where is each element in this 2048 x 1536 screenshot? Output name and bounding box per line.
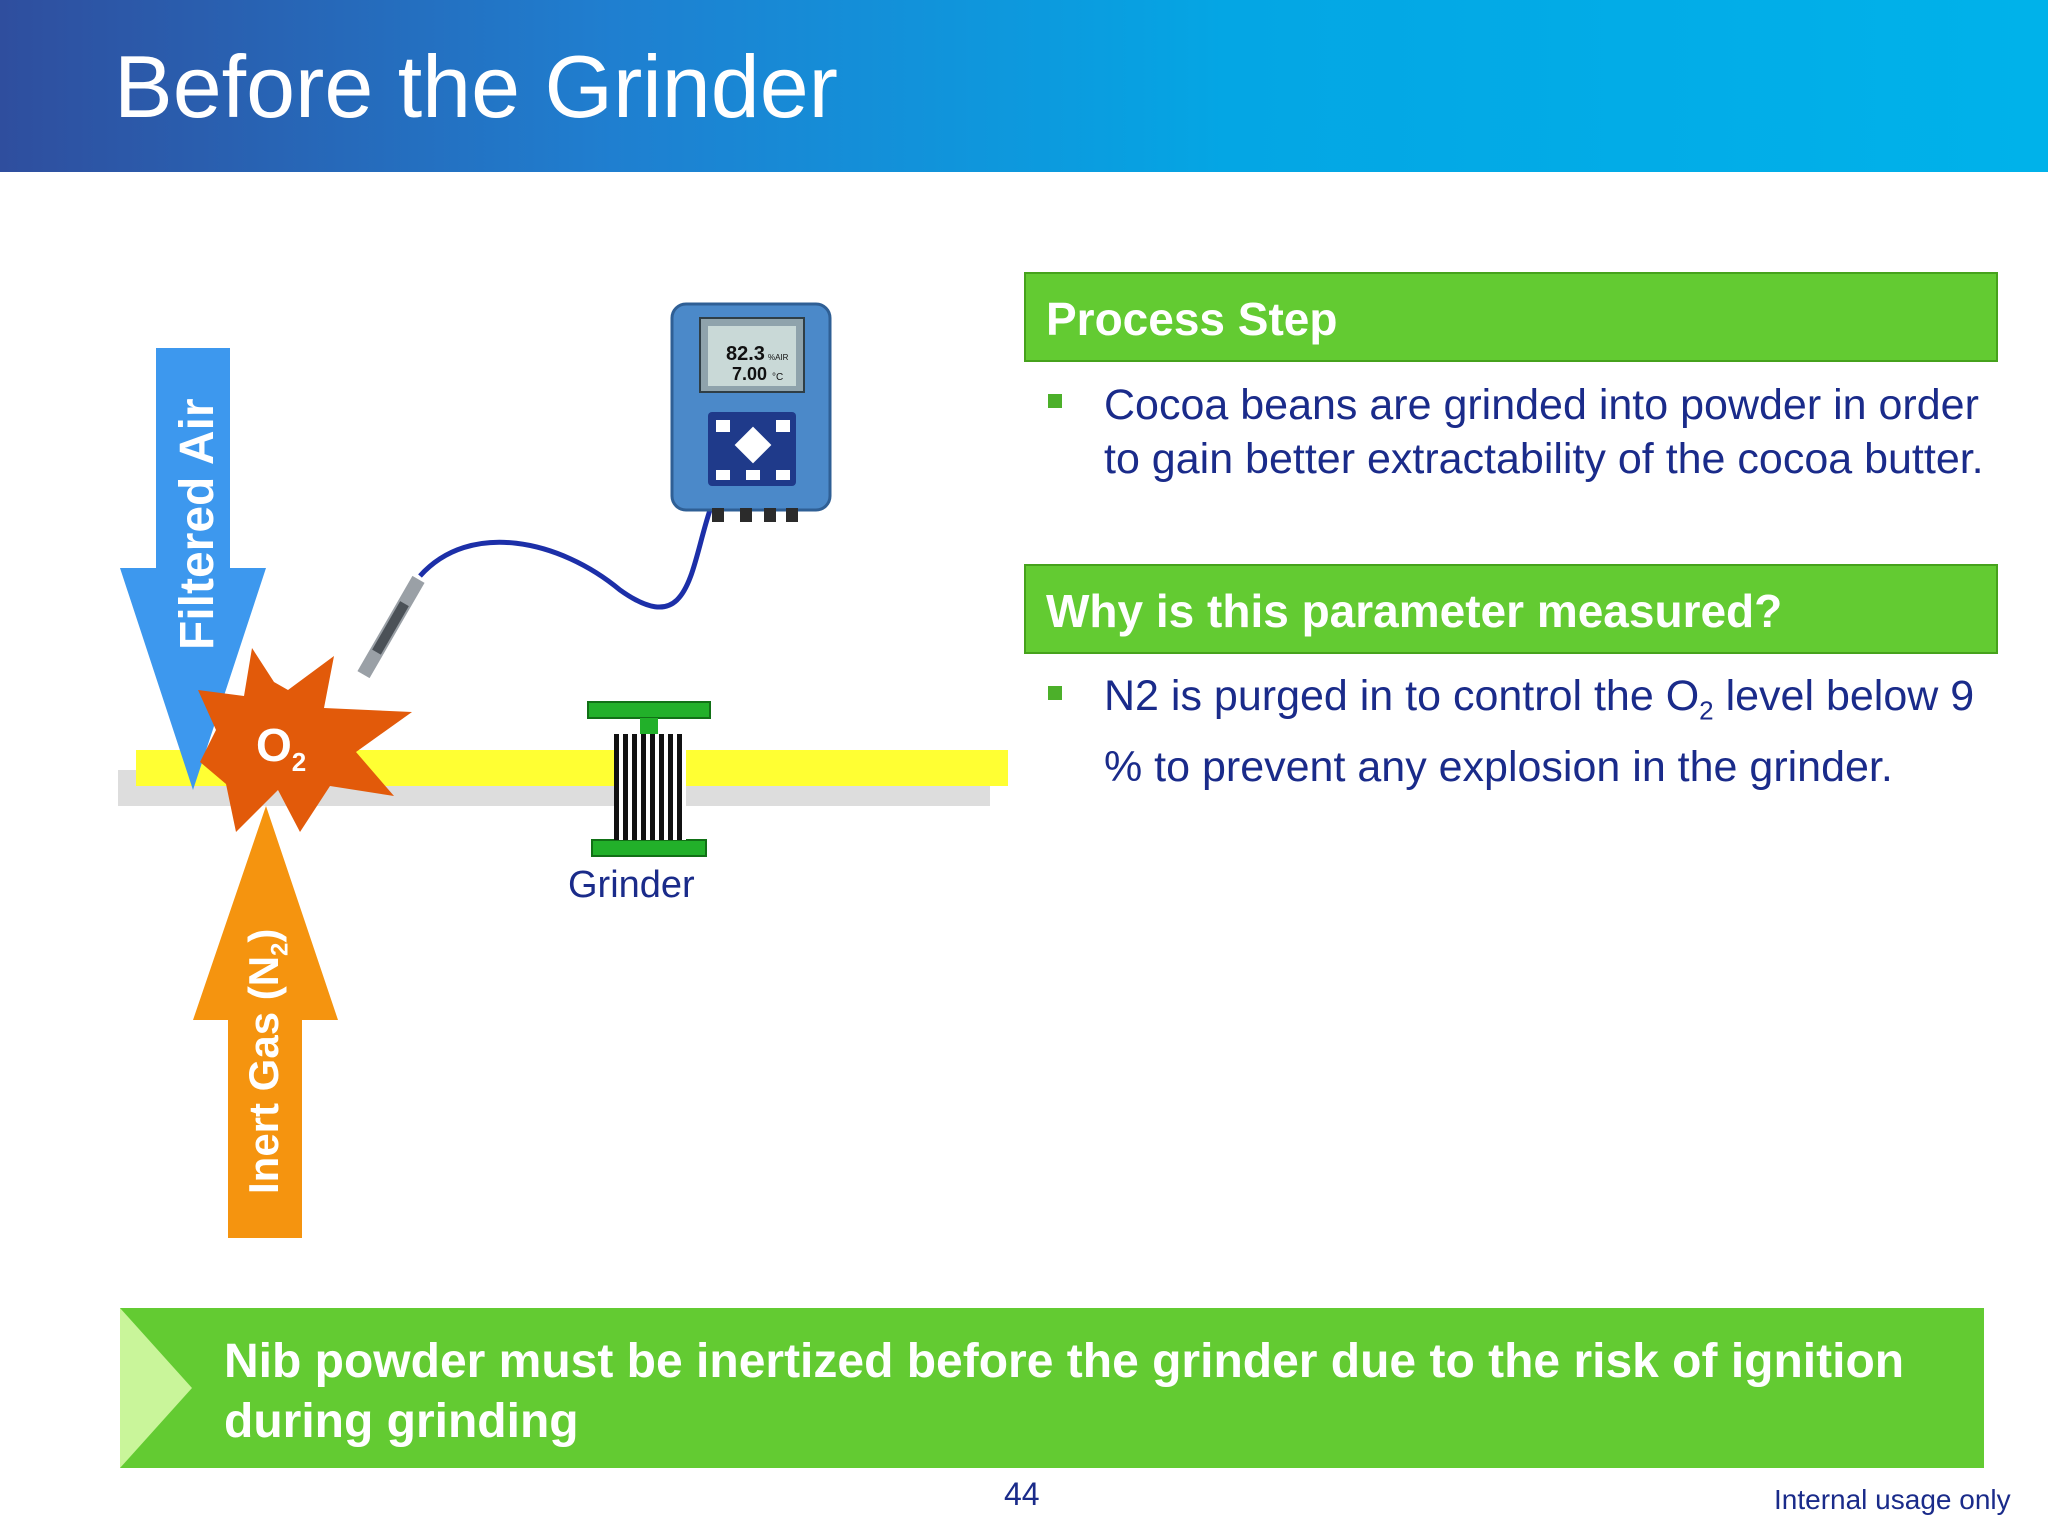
- inert-gas-arrow: [193, 806, 338, 1238]
- footer-note: Internal usage only: [1774, 1484, 2011, 1515]
- slide-title: Before the Grinder: [114, 37, 838, 136]
- filtered-air-label: Filtered Air: [171, 398, 224, 650]
- key-message-banner: Nib powder must be inertized before the …: [120, 1308, 1984, 1468]
- grinder-label: Grinder: [568, 864, 695, 906]
- title-bar: [0, 0, 2048, 172]
- process-step-text: Cocoa beans are grinded into powder in o…: [1104, 381, 1984, 483]
- grinder-icon: [587, 701, 711, 857]
- o2-label: O2: [256, 719, 307, 778]
- process-step-heading: Process Step: [1024, 272, 1998, 362]
- transmitter-unit-1: %AIR: [768, 353, 789, 362]
- process-diagram: 82.3 %AIR 7.00 °C: [118, 302, 1008, 1238]
- transmitter-reading-1: 82.3: [726, 343, 765, 365]
- why-measured-heading: Why is this parameter measured?: [1024, 564, 1998, 654]
- why-measured-bullet: [1048, 686, 1062, 700]
- inert-gas-label: Inert Gas (N2): [240, 928, 294, 1194]
- banner-arrow-icon: [120, 1308, 192, 1468]
- filtered-air-arrow: [120, 348, 266, 790]
- page-number: 44: [1004, 1476, 1040, 1512]
- transmitter-unit-2: °C: [772, 372, 783, 383]
- process-step-bullet: [1048, 394, 1062, 408]
- oxygen-sensor-probe: [357, 575, 425, 679]
- transmitter-reading-2: 7.00: [732, 364, 767, 384]
- sensor-cable: [418, 509, 713, 610]
- key-message-text: Nib powder must be inertized before the …: [224, 1335, 1905, 1448]
- o2-burst: [198, 648, 412, 832]
- why-measured-text: N2 is purged in to control the O2 level …: [1104, 672, 1975, 791]
- oxygen-transmitter: 82.3 %AIR 7.00 °C: [670, 302, 832, 522]
